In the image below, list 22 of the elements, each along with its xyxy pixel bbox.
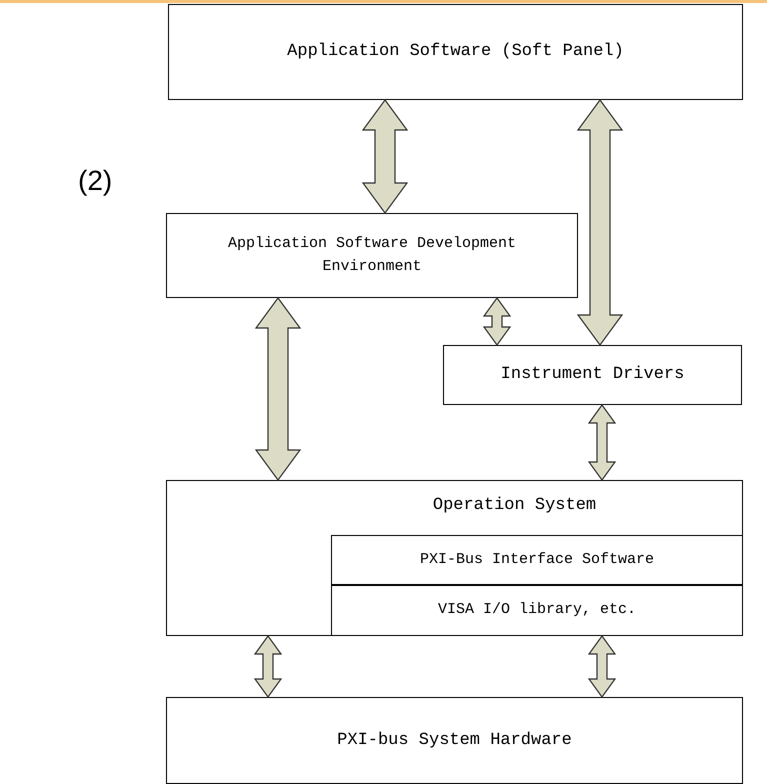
layer-box xyxy=(168,4,743,100)
double-arrow xyxy=(576,98,624,346)
double-arrow xyxy=(588,634,616,698)
layer-box xyxy=(166,213,578,298)
layer-label: Application Software Development Environment xyxy=(226,234,518,276)
double-arrow xyxy=(362,98,408,214)
double-arrow xyxy=(588,404,616,482)
layer-label: VISA I/O library, etc. xyxy=(436,600,638,620)
layer-label: PXI-bus System Hardware xyxy=(336,730,573,752)
layer-box xyxy=(166,697,743,784)
layer-box xyxy=(443,345,742,405)
layer-label: Operation System xyxy=(432,495,598,517)
layer-box xyxy=(166,480,743,636)
layer-label: Application Software (Soft Panel) xyxy=(286,41,625,64)
layer-label: Instrument Drivers xyxy=(500,364,686,386)
layer-box xyxy=(331,585,743,636)
double-arrow xyxy=(254,296,302,482)
double-arrow xyxy=(482,296,512,346)
layer-label: PXI-Bus Interface Software xyxy=(418,550,656,570)
figure-number: (2) xyxy=(78,164,112,198)
double-arrow xyxy=(254,634,282,698)
layer-box xyxy=(331,535,743,585)
